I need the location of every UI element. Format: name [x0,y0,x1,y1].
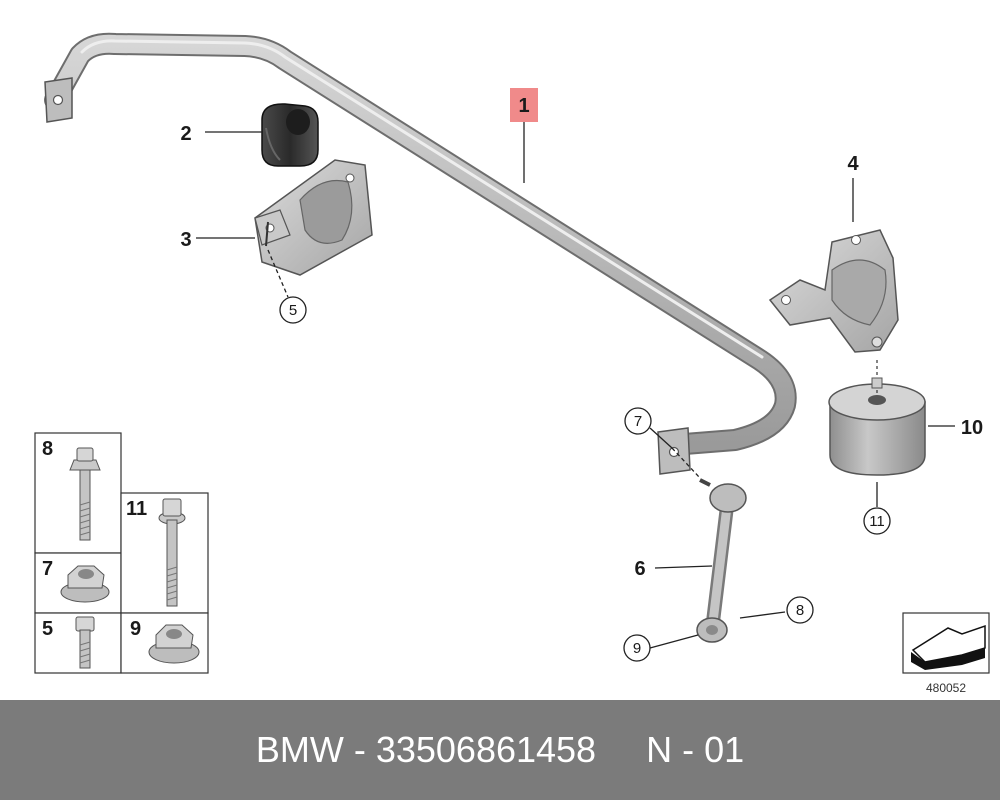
callout-10[interactable]: 10 [961,417,983,439]
circled-ref-9[interactable]: 9 [623,634,651,662]
bracket-part [254,159,373,276]
callout-6[interactable]: 6 [634,558,645,580]
legend-label-8: 8 [42,438,53,460]
bolt-8-icon [69,447,101,541]
parts-diagram: 1 2 3 4 6 10 5 7 8 9 11 [34,32,990,695]
bushing-part [828,360,926,476]
callout-3[interactable]: 3 [180,229,191,251]
callout-4[interactable]: 4 [847,153,859,175]
leader-lines [196,122,955,649]
circled-ref-8[interactable]: 8 [786,596,814,624]
stabilizer-link-part [696,478,747,643]
hardware-legend: 8 7 5 11 9 [34,432,209,674]
bolt-11-icon [158,498,186,607]
stabilizer-bar-part [44,32,797,475]
legend-label-7: 7 [42,558,53,580]
callout-2[interactable]: 2 [180,123,191,145]
nut-7-icon [60,565,110,603]
circled-ref-5-label: 5 [289,302,297,319]
footer-part-number: BMW - 33506861458 [255,729,597,770]
callout-1[interactable]: 1 [518,95,529,117]
orientation-arrow-icon [902,612,990,674]
bolt-5-icon [75,616,95,669]
circled-ref-8-label: 8 [796,602,804,619]
rubber-mount-part [261,103,319,167]
footer-code: N - 01 [646,729,745,770]
circled-ref-7[interactable]: 7 [624,407,652,435]
legend-label-5: 5 [42,618,53,640]
circled-ref-11[interactable]: 11 [863,507,891,535]
circled-ref-9-label: 9 [633,640,641,657]
legend-label-9: 9 [130,618,141,640]
circled-ref-7-label: 7 [634,413,642,430]
legend-label-11: 11 [126,498,147,520]
nut-9-icon [148,624,200,664]
mount-bracket-part [768,229,899,353]
circled-ref-5[interactable]: 5 [279,296,307,324]
part-number-footer: BMW - 33506861458 N - 01 [0,700,1000,800]
diagram-number: 480052 [926,681,966,695]
circled-ref-11-label: 11 [869,513,885,530]
part-1-highlight [510,88,538,122]
